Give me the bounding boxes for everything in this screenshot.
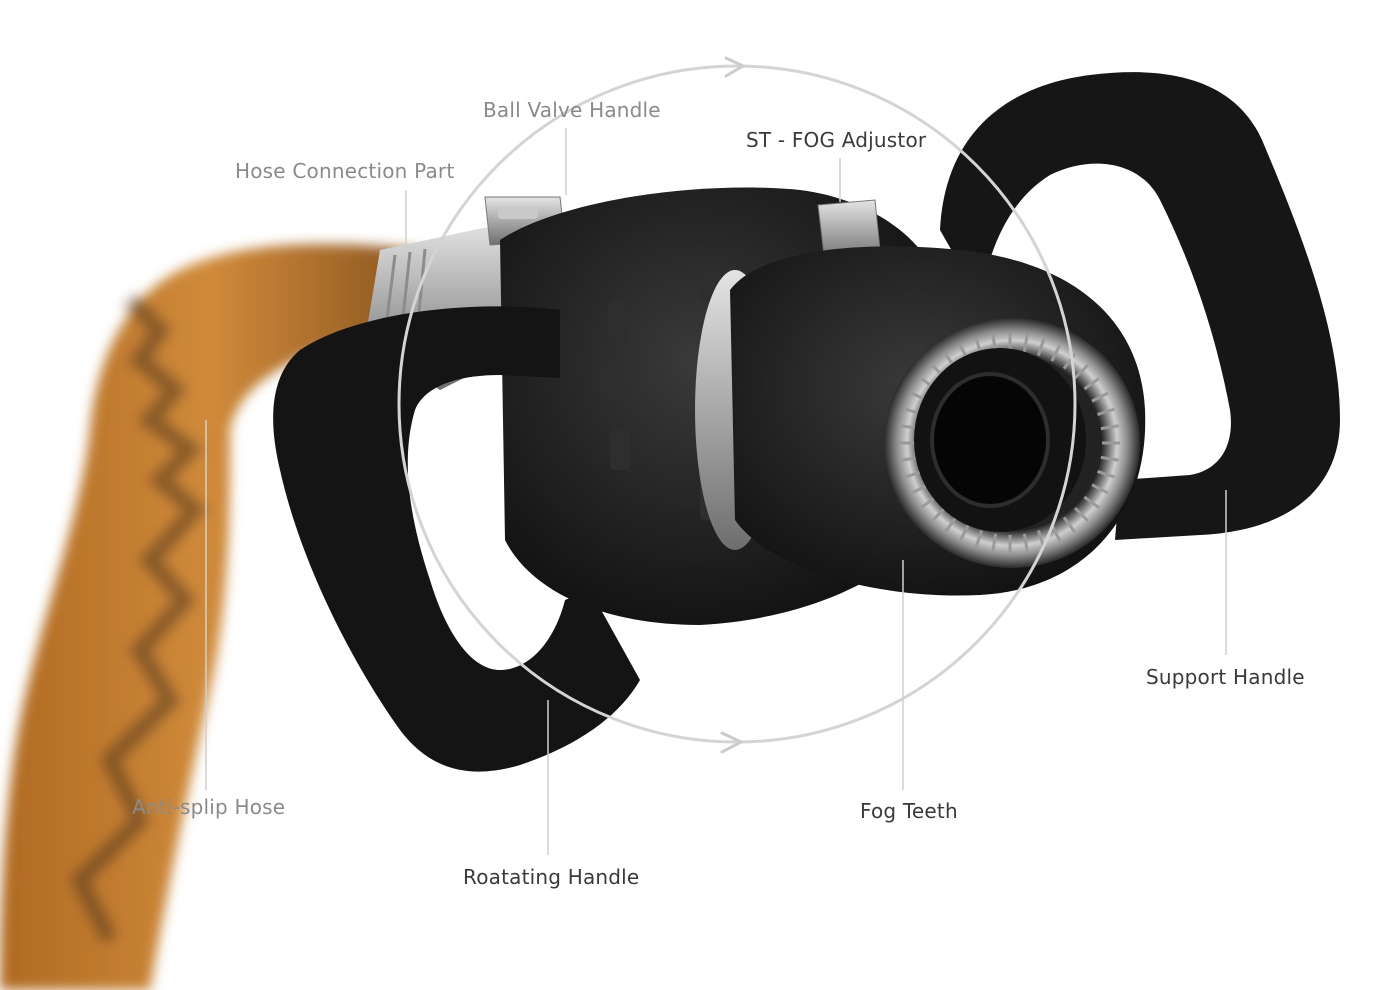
fog-tooth <box>1083 377 1100 391</box>
fog-tooth <box>1100 424 1119 431</box>
fog-tooth <box>911 483 929 495</box>
fog-teeth <box>884 318 1140 568</box>
fog-tooth <box>1050 344 1062 362</box>
leader-lines <box>205 128 1227 855</box>
rotating-handle <box>273 306 640 772</box>
fog-tooth <box>1097 407 1116 416</box>
fog-tooth <box>920 495 937 509</box>
anti-slip-hose <box>0 244 420 990</box>
fog-tooth <box>1073 506 1089 522</box>
label-hose-connection-part: Hose Connection Part <box>235 159 455 183</box>
label-fog-teeth: Fog Teeth <box>860 799 958 823</box>
fog-tooth <box>1073 364 1089 380</box>
fog-tooth <box>1022 533 1029 552</box>
label-st-fog-adjustor: ST - FOG Adjustor <box>746 128 927 152</box>
fog-tooth <box>1097 470 1116 479</box>
fog-tooth <box>1091 483 1109 495</box>
fog-tooth <box>991 533 998 552</box>
label-anti-slip-hose: Anti-splip Hose <box>132 795 286 819</box>
fog-tooth <box>1062 516 1076 533</box>
fog-tooth <box>1083 495 1100 509</box>
fog-tooth <box>1091 391 1109 403</box>
label-support-handle: Support Handle <box>1146 665 1305 689</box>
fog-tooth <box>944 516 958 533</box>
label-ball-valve-handle: Ball Valve Handle <box>483 98 661 122</box>
fog-tooth <box>1022 334 1029 353</box>
label-rotating-handle: Roatating Handle <box>463 865 640 889</box>
rotation-indicator <box>397 64 1077 744</box>
support-handle <box>940 72 1340 540</box>
fog-tooth <box>931 506 947 522</box>
fog-tooth <box>1100 455 1119 462</box>
fog-tooth <box>1037 337 1046 356</box>
rotation-arrow-icon <box>720 56 747 754</box>
fog-tooth <box>974 530 983 549</box>
fog-tooth <box>958 524 970 542</box>
